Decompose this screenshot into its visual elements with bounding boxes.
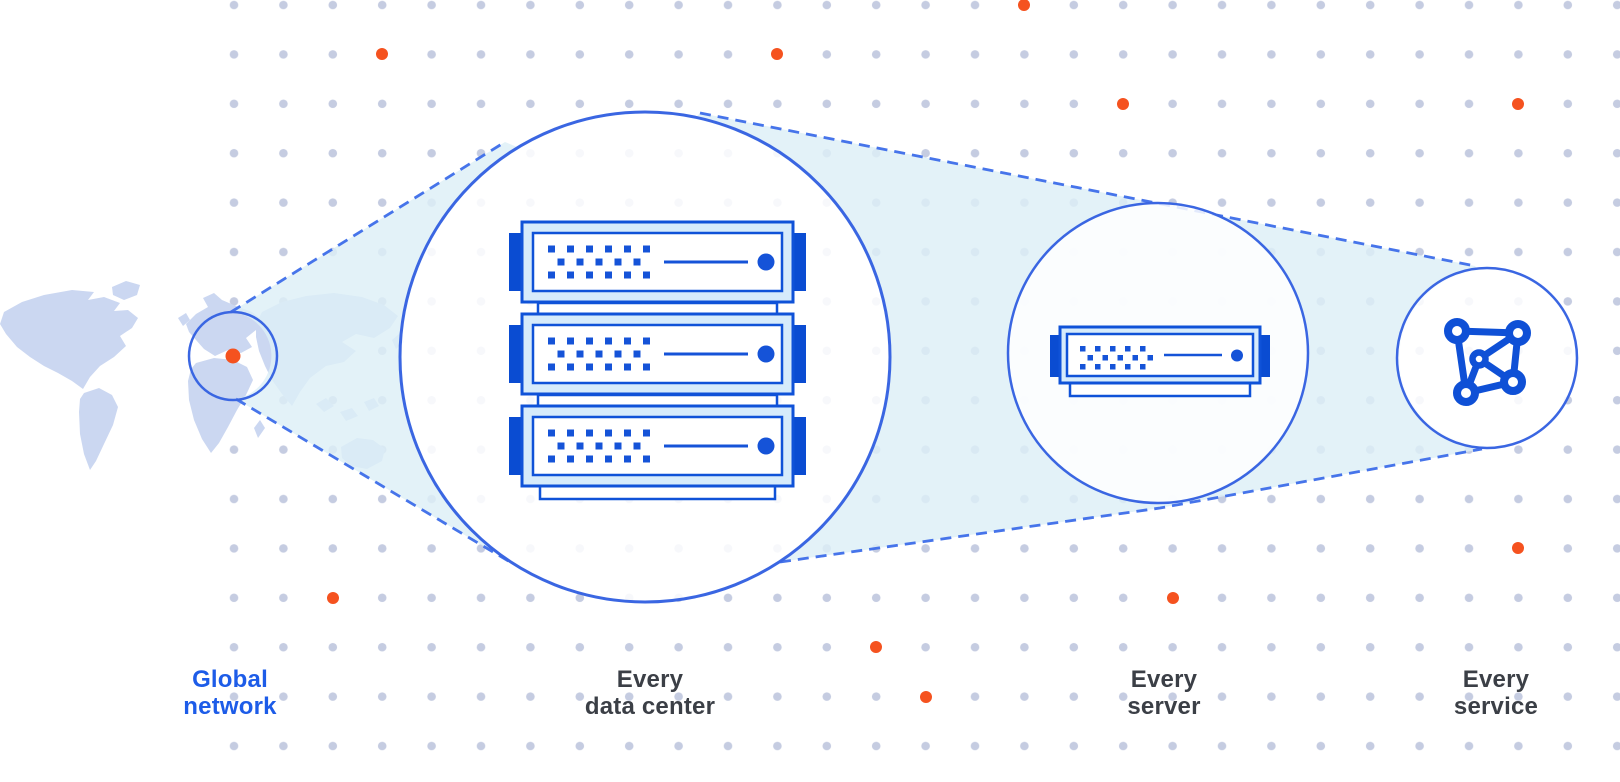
map-british-isles	[178, 313, 190, 326]
accent-orange-dot	[1167, 592, 1179, 604]
stage-label-every-data-center: Every data center	[540, 666, 760, 720]
stage-label-line1: Every	[1130, 666, 1198, 693]
accent-orange-dot	[376, 48, 388, 60]
map-focus-circle	[187, 310, 279, 402]
server-pedestal	[1068, 381, 1252, 398]
stage-label-line2: data center	[584, 693, 716, 720]
map-africa	[188, 358, 253, 453]
accent-orange-dot	[920, 691, 932, 703]
accent-orange-dot	[870, 641, 882, 653]
stage-label-every-server: Every server	[1054, 666, 1274, 720]
rack-server-unit-1	[509, 222, 806, 302]
dashed-line-top-right	[699, 111, 1476, 268]
accent-orange-dot	[327, 592, 339, 604]
accent-orange-dot	[1117, 98, 1129, 110]
rack-base	[538, 484, 777, 501]
accent-orange-dot	[1512, 98, 1524, 110]
accent-orange-dot	[1018, 0, 1030, 11]
stage-label-line2: network	[183, 693, 277, 720]
single-server	[1050, 325, 1270, 398]
map-greenland	[112, 281, 140, 300]
server-rack-stack	[509, 222, 806, 501]
map-location-marker	[225, 348, 241, 364]
stage-label-every-service: Every service	[1386, 666, 1606, 720]
stage-label-line1: Every	[616, 666, 684, 693]
stage-label-global-network: Global network	[120, 666, 340, 720]
stage-label-line2: server	[1127, 693, 1201, 720]
map-madagascar	[254, 420, 265, 438]
accent-orange-dot	[771, 48, 783, 60]
zoom-dashed-lines	[230, 111, 1483, 564]
dashed-line-bottom-right	[779, 447, 1483, 564]
rack-server-unit-3	[509, 406, 806, 486]
accent-orange-dot	[1512, 542, 1524, 554]
rack-server-unit-2	[509, 314, 806, 394]
service-mesh-icon	[1444, 318, 1531, 406]
accent-dots	[327, 0, 1524, 703]
stage-label-line1: Global	[192, 666, 268, 693]
stage-label-line2: service	[1453, 693, 1539, 720]
map-north-america	[0, 290, 138, 389]
map-south-america	[79, 388, 118, 470]
stage-label-line1: Every	[1462, 666, 1530, 693]
